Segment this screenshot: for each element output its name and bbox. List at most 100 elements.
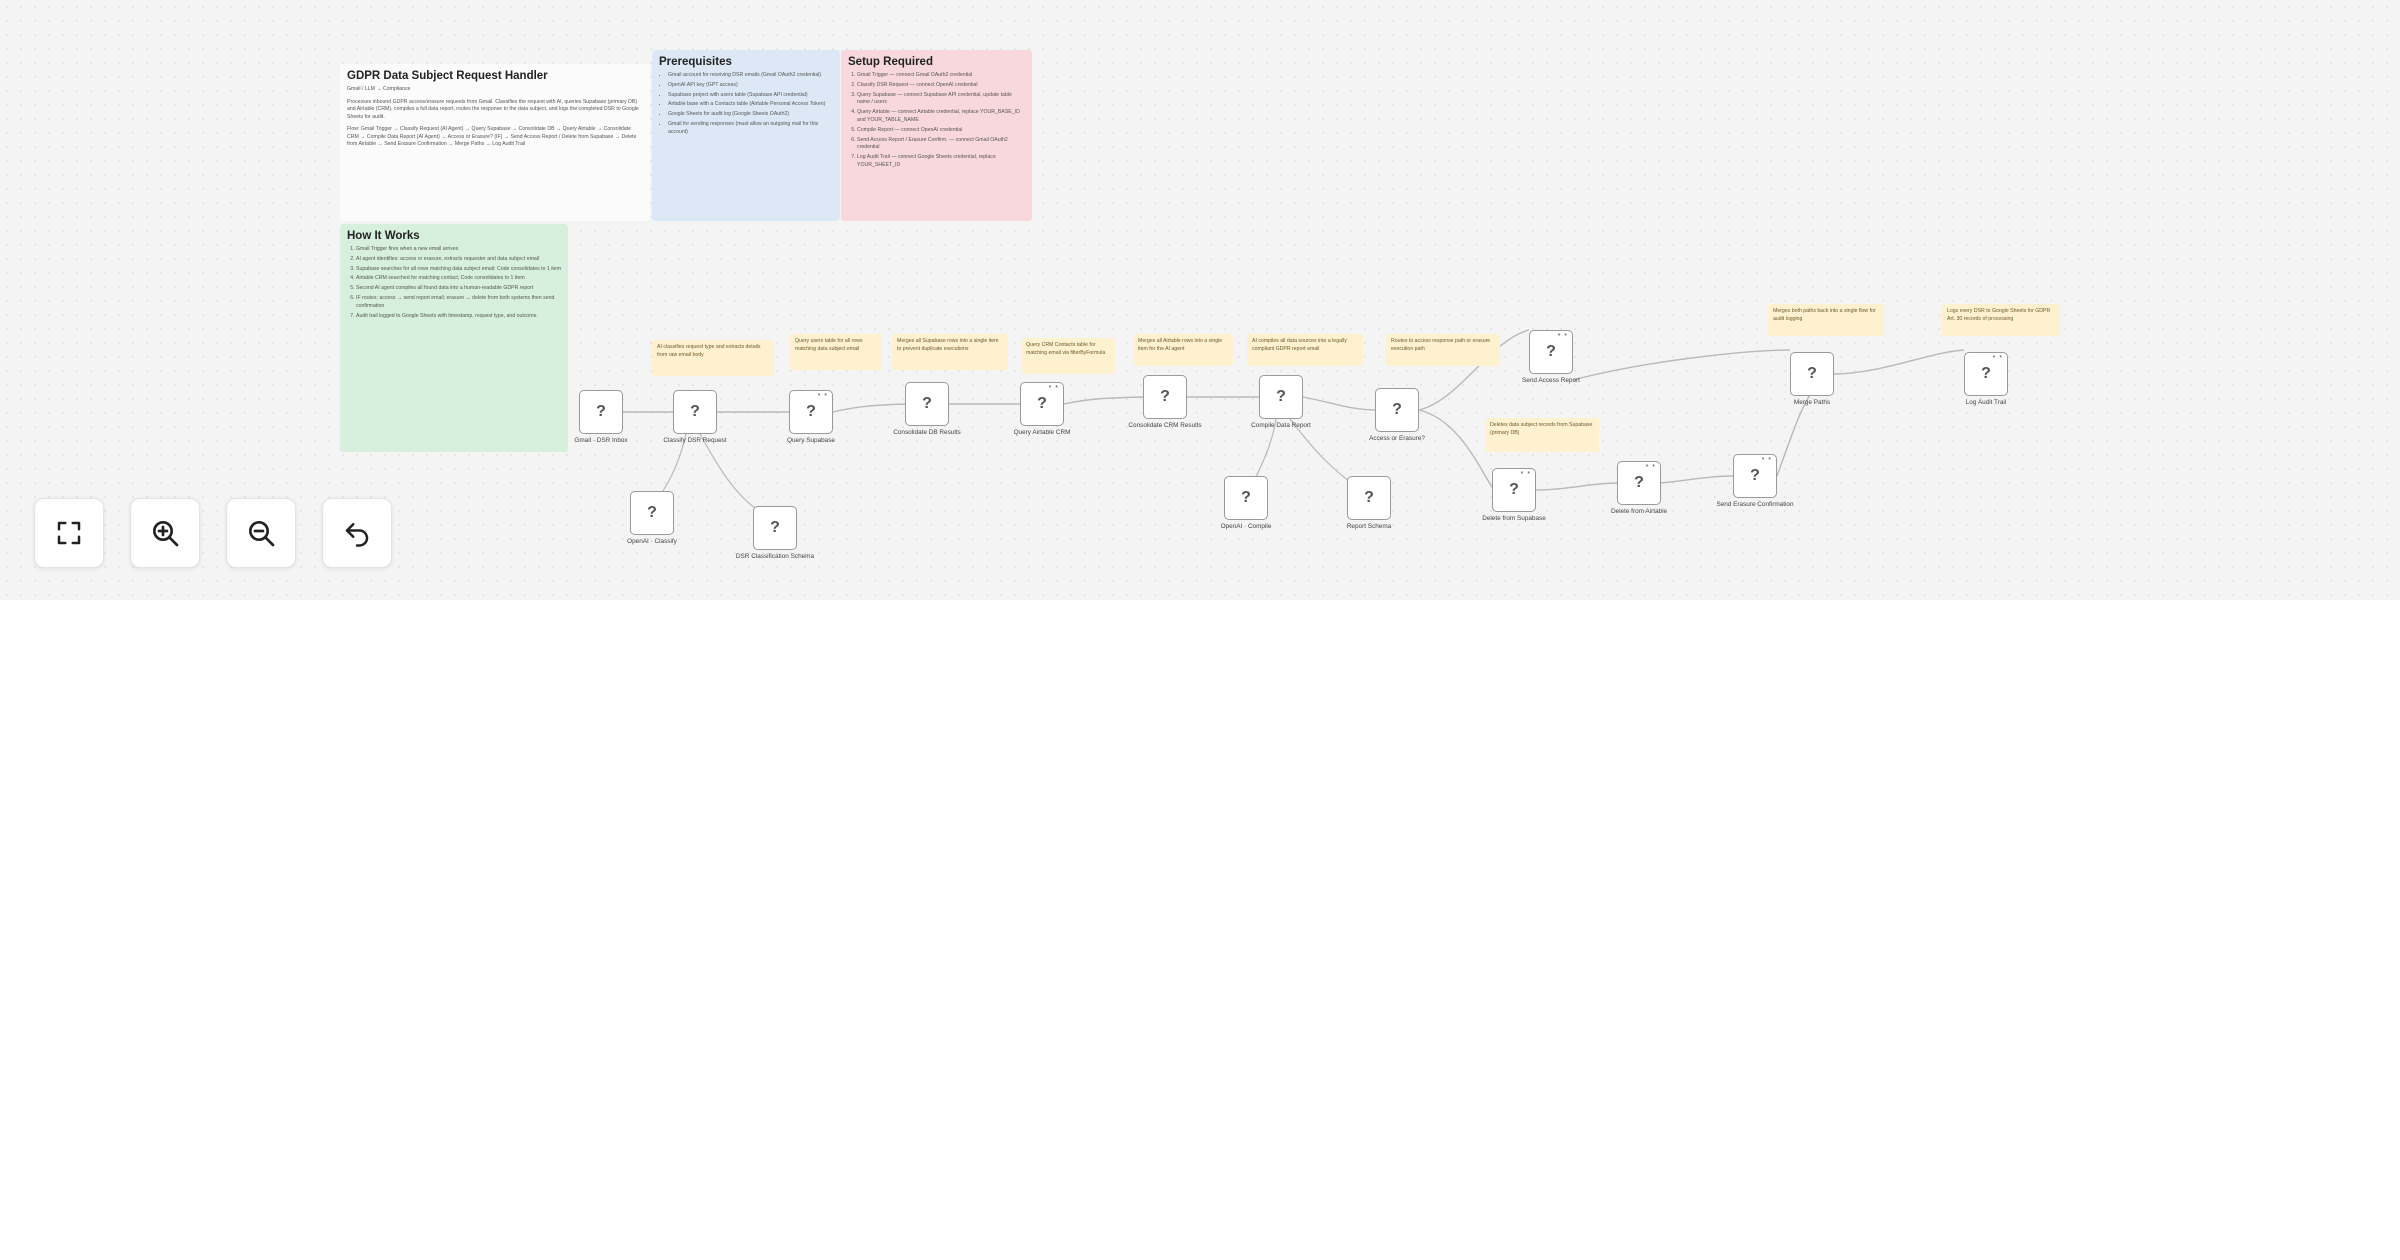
- setup-item: Gmail Trigger — connect Gmail OAuth2 cre…: [857, 72, 1025, 80]
- connection-layer: [623, 329, 1965, 521]
- prerequisites-item: Supabase project with users table (Supab…: [668, 92, 833, 100]
- node-label: Log Audit Trail: [1965, 399, 2007, 406]
- overview-title: GDPR Data Subject Request Handler: [347, 70, 548, 82]
- sticky-setup-required[interactable]: Setup Required Gmail Trigger — connect G…: [841, 50, 1032, 221]
- node-label: OpenAI · Classify: [627, 538, 677, 545]
- how-item: Second AI agent compiles all found data …: [356, 285, 561, 293]
- note-audit[interactable]: Logs every DSR to Google Sheets for GDPR…: [1942, 304, 2060, 336]
- node-label: Classify DSR Request: [663, 437, 727, 444]
- setup-item: Query Supabase — connect Supabase API cr…: [857, 92, 1025, 108]
- how-title: How It Works: [347, 230, 420, 242]
- node-query-airtable[interactable]: ?* *: [1020, 382, 1064, 426]
- setup-item: Send Access Report / Erasure Confirm. — …: [857, 137, 1025, 153]
- unknown-node-icon: ?: [1750, 467, 1760, 484]
- unknown-node-icon: ?: [1509, 481, 1519, 498]
- node-access-or-erasure[interactable]: ?: [1375, 388, 1419, 432]
- node-label: OpenAI · Compile: [1220, 523, 1272, 530]
- setup-list: Gmail Trigger — connect Gmail OAuth2 cre…: [848, 72, 1025, 170]
- node-send-access-report[interactable]: ?* *: [1529, 330, 1573, 374]
- how-item: AI agent identifies: access or erasure, …: [356, 256, 561, 264]
- node-label: Access or Erasure?: [1369, 435, 1425, 442]
- unknown-node-icon: ?: [647, 504, 657, 521]
- note-query-supabase[interactable]: Query users table for all rows matching …: [790, 334, 882, 370]
- unknown-node-icon: ?: [1241, 489, 1251, 506]
- sticky-how-it-works[interactable]: How It Works Gmail Trigger fires when a …: [340, 224, 568, 452]
- prerequisites-item: Gmail for sending responses (must allow …: [668, 121, 833, 137]
- prerequisites-title: Prerequisites: [659, 56, 732, 68]
- node-query-supabase[interactable]: ?* *: [789, 390, 833, 434]
- edge-merge-audit: [1833, 349, 1965, 375]
- unknown-node-icon: ?: [1037, 395, 1047, 412]
- node-label: Compile Data Report: [1251, 422, 1311, 429]
- note-query-airtable[interactable]: Query CRM Contacts table for matching em…: [1021, 338, 1115, 374]
- node-label: Delete from Airtable: [1610, 508, 1668, 515]
- how-item: Audit trail logged to Google Sheets with…: [356, 313, 561, 321]
- unknown-node-icon: ?: [1276, 388, 1286, 405]
- unknown-node-icon: ?: [1981, 365, 1991, 382]
- node-delete-airtable[interactable]: ?* *: [1617, 461, 1661, 505]
- unknown-node-icon: ?: [690, 403, 700, 420]
- sticky-overview[interactable]: GDPR Data Subject Request Handler Gmail …: [340, 64, 650, 221]
- node-consolidate-crm[interactable]: ?: [1143, 375, 1187, 419]
- note-delete-supabase[interactable]: Deletes data subject records from Supaba…: [1485, 418, 1599, 452]
- overview-paragraph-1: Processes inbound GDPR access/erasure re…: [347, 98, 639, 120]
- edge-delete-supabase-delete-airtable: [1535, 482, 1618, 491]
- unknown-node-icon: ?: [770, 519, 780, 536]
- node-label: Send Erasure Confirmation: [1716, 501, 1794, 508]
- note-classify[interactable]: AI classifies request type and extracts …: [652, 340, 774, 376]
- zoom-out-icon: [249, 521, 275, 547]
- unknown-node-icon: ?: [922, 395, 932, 412]
- node-send-erasure-confirmation[interactable]: ?* *: [1733, 454, 1777, 498]
- prerequisites-item: OpenAI API key (GPT access): [668, 82, 833, 90]
- edge-access-delete-supabase: [1418, 409, 1495, 491]
- node-label: Report Schema: [1346, 523, 1392, 530]
- unknown-node-icon: ?: [1392, 401, 1402, 418]
- node-badge: * *: [1520, 471, 1531, 478]
- edge-compile-access-erasure: [1302, 396, 1376, 411]
- edge-send-report-merge: [1572, 349, 1791, 381]
- unknown-node-icon: ?: [1160, 388, 1170, 405]
- undo-button[interactable]: [322, 498, 392, 568]
- edge-query-supabase-consolidate-db: [832, 403, 906, 413]
- edge-access-send-report: [1418, 329, 1530, 411]
- node-classification-schema[interactable]: ?: [753, 506, 797, 550]
- note-compile[interactable]: AI compiles all data sources into a lega…: [1247, 334, 1363, 366]
- note-merge[interactable]: Merges both paths back into a single flo…: [1768, 304, 1884, 336]
- node-label: Gmail · DSR Inbox: [574, 437, 628, 444]
- workflow-canvas[interactable]: GDPR Data Subject Request Handler Gmail …: [0, 0, 2400, 600]
- node-openai-compile[interactable]: ?: [1224, 476, 1268, 520]
- node-delete-supabase[interactable]: ?* *: [1492, 468, 1536, 512]
- zoom-out-button[interactable]: [226, 498, 296, 568]
- fit-view-button[interactable]: [34, 498, 104, 568]
- node-classify-request[interactable]: ?: [673, 390, 717, 434]
- unknown-node-icon: ?: [1807, 365, 1817, 382]
- node-label: DSR Classification Schema: [735, 553, 815, 560]
- setup-item: Classify DSR Request — connect OpenAI cr…: [857, 82, 1025, 90]
- edge-send-confirm-merge: [1776, 394, 1811, 477]
- prerequisites-item: Airtable base with a Contacts table (Air…: [668, 101, 833, 109]
- node-label: Send Access Report: [1522, 377, 1580, 384]
- sticky-prerequisites[interactable]: Prerequisites Gmail account for receivin…: [652, 50, 840, 221]
- node-openai-classify[interactable]: ?: [630, 491, 674, 535]
- node-compile-report[interactable]: ?: [1259, 375, 1303, 419]
- node-label: Consolidate CRM Results: [1128, 422, 1202, 429]
- unknown-node-icon: ?: [1364, 489, 1374, 506]
- zoom-in-button[interactable]: [130, 498, 200, 568]
- unknown-node-icon: ?: [596, 403, 606, 420]
- note-access-erasure[interactable]: Routes to access response path or erasur…: [1386, 334, 1500, 366]
- how-item: IF routes: access → send report email; e…: [356, 295, 561, 311]
- edge-delete-airtable-send-confirm: [1660, 475, 1734, 484]
- node-report-schema[interactable]: ?: [1347, 476, 1391, 520]
- node-badge: * *: [1048, 385, 1059, 392]
- node-consolidate-db[interactable]: ?: [905, 382, 949, 426]
- note-consolidate-crm[interactable]: Merges all Airtable rows into a single i…: [1133, 334, 1233, 366]
- node-merge-paths[interactable]: ?: [1790, 352, 1834, 396]
- undo-icon: [345, 523, 369, 547]
- node-log-audit-trail[interactable]: ?* *: [1964, 352, 2008, 396]
- node-gmail-trigger[interactable]: ?: [579, 390, 623, 434]
- how-list: Gmail Trigger fires when a new email arr…: [347, 246, 561, 320]
- note-consolidate-db[interactable]: Merges all Supabase rows into a single i…: [892, 334, 1008, 370]
- node-label: Delete from Supabase: [1482, 515, 1546, 522]
- node-badge: * *: [1992, 355, 2003, 362]
- edge-query-airtable-consolidate-crm: [1063, 396, 1144, 405]
